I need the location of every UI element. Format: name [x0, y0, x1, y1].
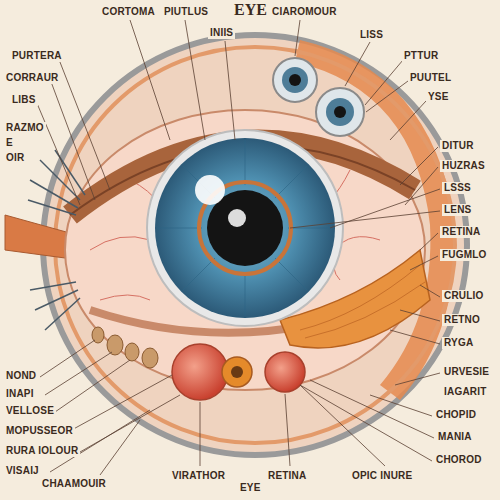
part-label: RETINA — [266, 470, 308, 482]
part-label: RYGA — [442, 337, 475, 349]
part-label: CIAROMOUR — [270, 6, 339, 18]
part-label: VIRATHOR — [170, 470, 227, 482]
part-label: CORTOMA — [100, 6, 157, 18]
part-label: INIIS — [208, 27, 235, 39]
part-label: LSSS — [442, 182, 473, 194]
part-label: NOND — [4, 370, 38, 382]
part-label: DITUR — [440, 140, 476, 152]
part-label: LISS — [358, 29, 385, 41]
part-label: YSE — [426, 91, 451, 103]
part-label: IAGARIT — [442, 386, 489, 398]
part-label: RAZMO — [4, 122, 46, 134]
part-label: CORRAUR — [4, 72, 61, 84]
part-label: RETINA — [440, 226, 482, 238]
part-label: E — [4, 137, 15, 149]
part-label: OPIC INURE — [350, 470, 414, 482]
part-label: RETNO — [442, 314, 482, 326]
part-label: VELLOSE — [4, 405, 56, 417]
part-label: RURA IOLOUR — [4, 445, 80, 457]
part-label: MOPUSSEOR — [4, 425, 75, 437]
part-label: PUUTEL — [408, 72, 453, 84]
part-label: PURTERA — [10, 50, 64, 62]
part-label: FUGMLO — [440, 249, 489, 261]
part-label: URVESIE — [442, 366, 491, 378]
part-label: PIUTLUS — [162, 6, 210, 18]
part-label: INAPI — [4, 388, 36, 400]
part-label: LENS — [442, 204, 473, 216]
part-label: EYE — [238, 482, 263, 494]
part-label: PTTUR — [402, 50, 440, 62]
part-label: CHAAMOUIR — [40, 478, 108, 490]
part-label: CHOROD — [434, 454, 484, 466]
part-label: MANIA — [436, 431, 474, 443]
diagram-title: EYE — [231, 1, 270, 19]
part-label: CRULIO — [442, 290, 486, 302]
part-label: CHOPID — [434, 409, 478, 421]
part-label: VISAIJ — [4, 465, 41, 477]
part-label: HUZRAS — [440, 160, 487, 172]
part-label: OIR — [4, 152, 26, 164]
part-label: LIBS — [10, 94, 38, 106]
